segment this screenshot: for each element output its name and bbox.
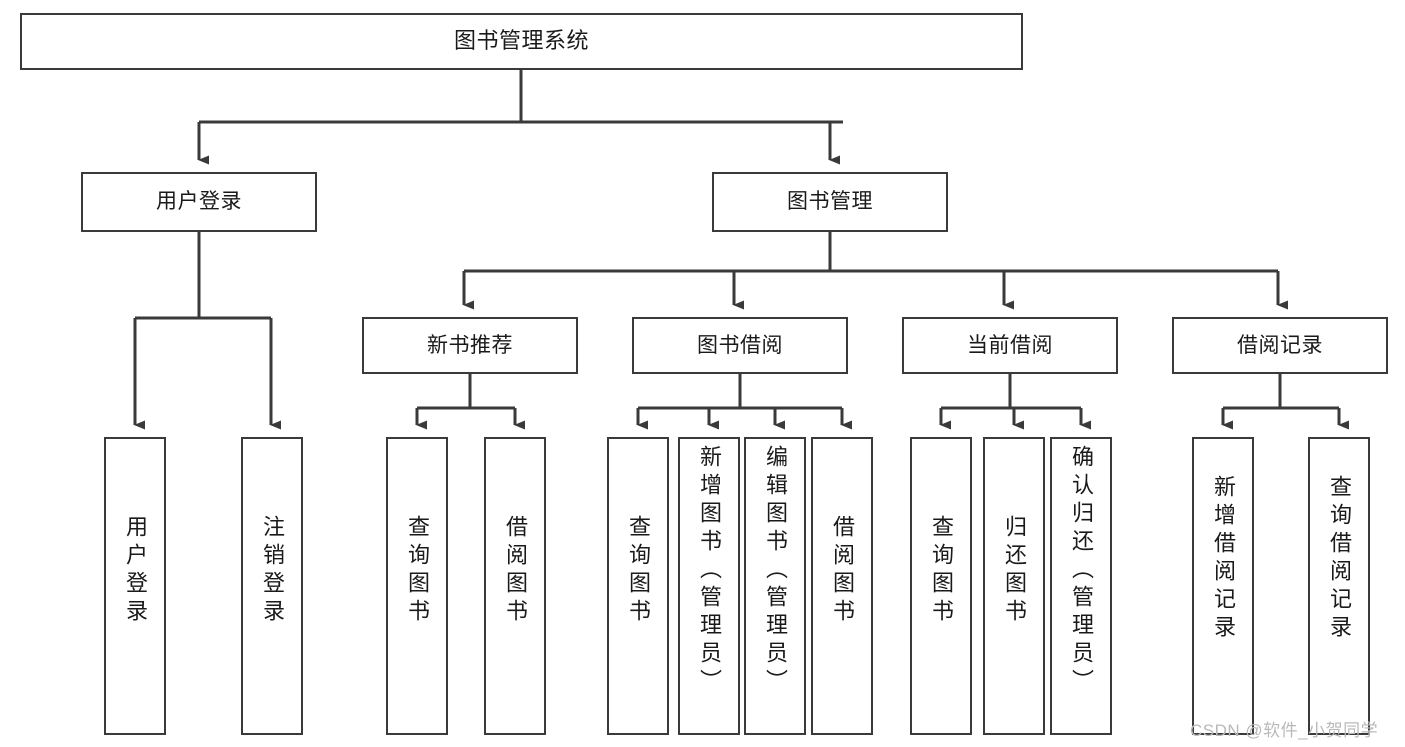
node-book-manage-label: 图书管理 [787, 190, 873, 214]
node-leaf-query-book-rec-label: 查询图书 [405, 515, 430, 627]
node-leaf-query-book-borrow-label: 查询图书 [626, 515, 651, 627]
node-book-borrow-label: 图书借阅 [697, 333, 783, 357]
node-leaf-query-record[interactable]: 查询借阅记录 [1308, 437, 1370, 735]
node-book-borrow[interactable]: 图书借阅 [632, 317, 848, 374]
node-leaf-query-book-current-label: 查询图书 [929, 515, 954, 627]
node-current-borrow[interactable]: 当前借阅 [902, 317, 1118, 374]
node-leaf-user-login[interactable]: 用户登录 [104, 437, 166, 735]
node-leaf-borrow-book-rec[interactable]: 借阅图书 [484, 437, 546, 735]
node-leaf-confirm-return-label: 确认归还（管理员） [1069, 445, 1094, 697]
node-user-login-label: 用户登录 [156, 190, 242, 214]
node-leaf-add-book-label: 新增图书（管理员） [697, 445, 722, 697]
node-borrow-record-label: 借阅记录 [1237, 333, 1323, 357]
node-leaf-return-book[interactable]: 归还图书 [983, 437, 1045, 735]
node-leaf-confirm-return[interactable]: 确认归还（管理员） [1050, 437, 1112, 735]
node-leaf-borrow-book-rec-label: 借阅图书 [503, 515, 528, 627]
node-leaf-borrow-book[interactable]: 借阅图书 [811, 437, 873, 735]
node-leaf-query-record-label: 查询借阅记录 [1327, 475, 1352, 643]
node-leaf-add-book[interactable]: 新增图书（管理员） [678, 437, 740, 735]
node-borrow-record[interactable]: 借阅记录 [1172, 317, 1388, 374]
node-leaf-borrow-book-label: 借阅图书 [830, 515, 855, 627]
node-leaf-query-book-borrow[interactable]: 查询图书 [607, 437, 669, 735]
node-new-book-recommend[interactable]: 新书推荐 [362, 317, 578, 374]
node-leaf-edit-book[interactable]: 编辑图书（管理员） [744, 437, 806, 735]
node-root-label: 图书管理系统 [453, 28, 589, 54]
node-current-borrow-label: 当前借阅 [967, 333, 1053, 357]
node-book-manage[interactable]: 图书管理 [712, 172, 948, 232]
node-user-login[interactable]: 用户登录 [81, 172, 317, 232]
node-leaf-query-book-current[interactable]: 查询图书 [910, 437, 972, 735]
node-new-book-recommend-label: 新书推荐 [427, 333, 513, 357]
node-leaf-query-book-rec[interactable]: 查询图书 [386, 437, 448, 735]
node-leaf-logout-label: 注销登录 [260, 515, 285, 627]
node-leaf-user-login-label: 用户登录 [123, 515, 148, 627]
node-leaf-add-record[interactable]: 新增借阅记录 [1192, 437, 1254, 735]
node-leaf-add-record-label: 新增借阅记录 [1211, 475, 1236, 643]
csdn-watermark: CSDN @软件_小贺同学 [1190, 721, 1379, 740]
node-root[interactable]: 图书管理系统 [20, 13, 1023, 70]
node-leaf-logout[interactable]: 注销登录 [241, 437, 303, 735]
node-leaf-return-book-label: 归还图书 [1002, 515, 1027, 627]
node-leaf-edit-book-label: 编辑图书（管理员） [763, 445, 788, 697]
